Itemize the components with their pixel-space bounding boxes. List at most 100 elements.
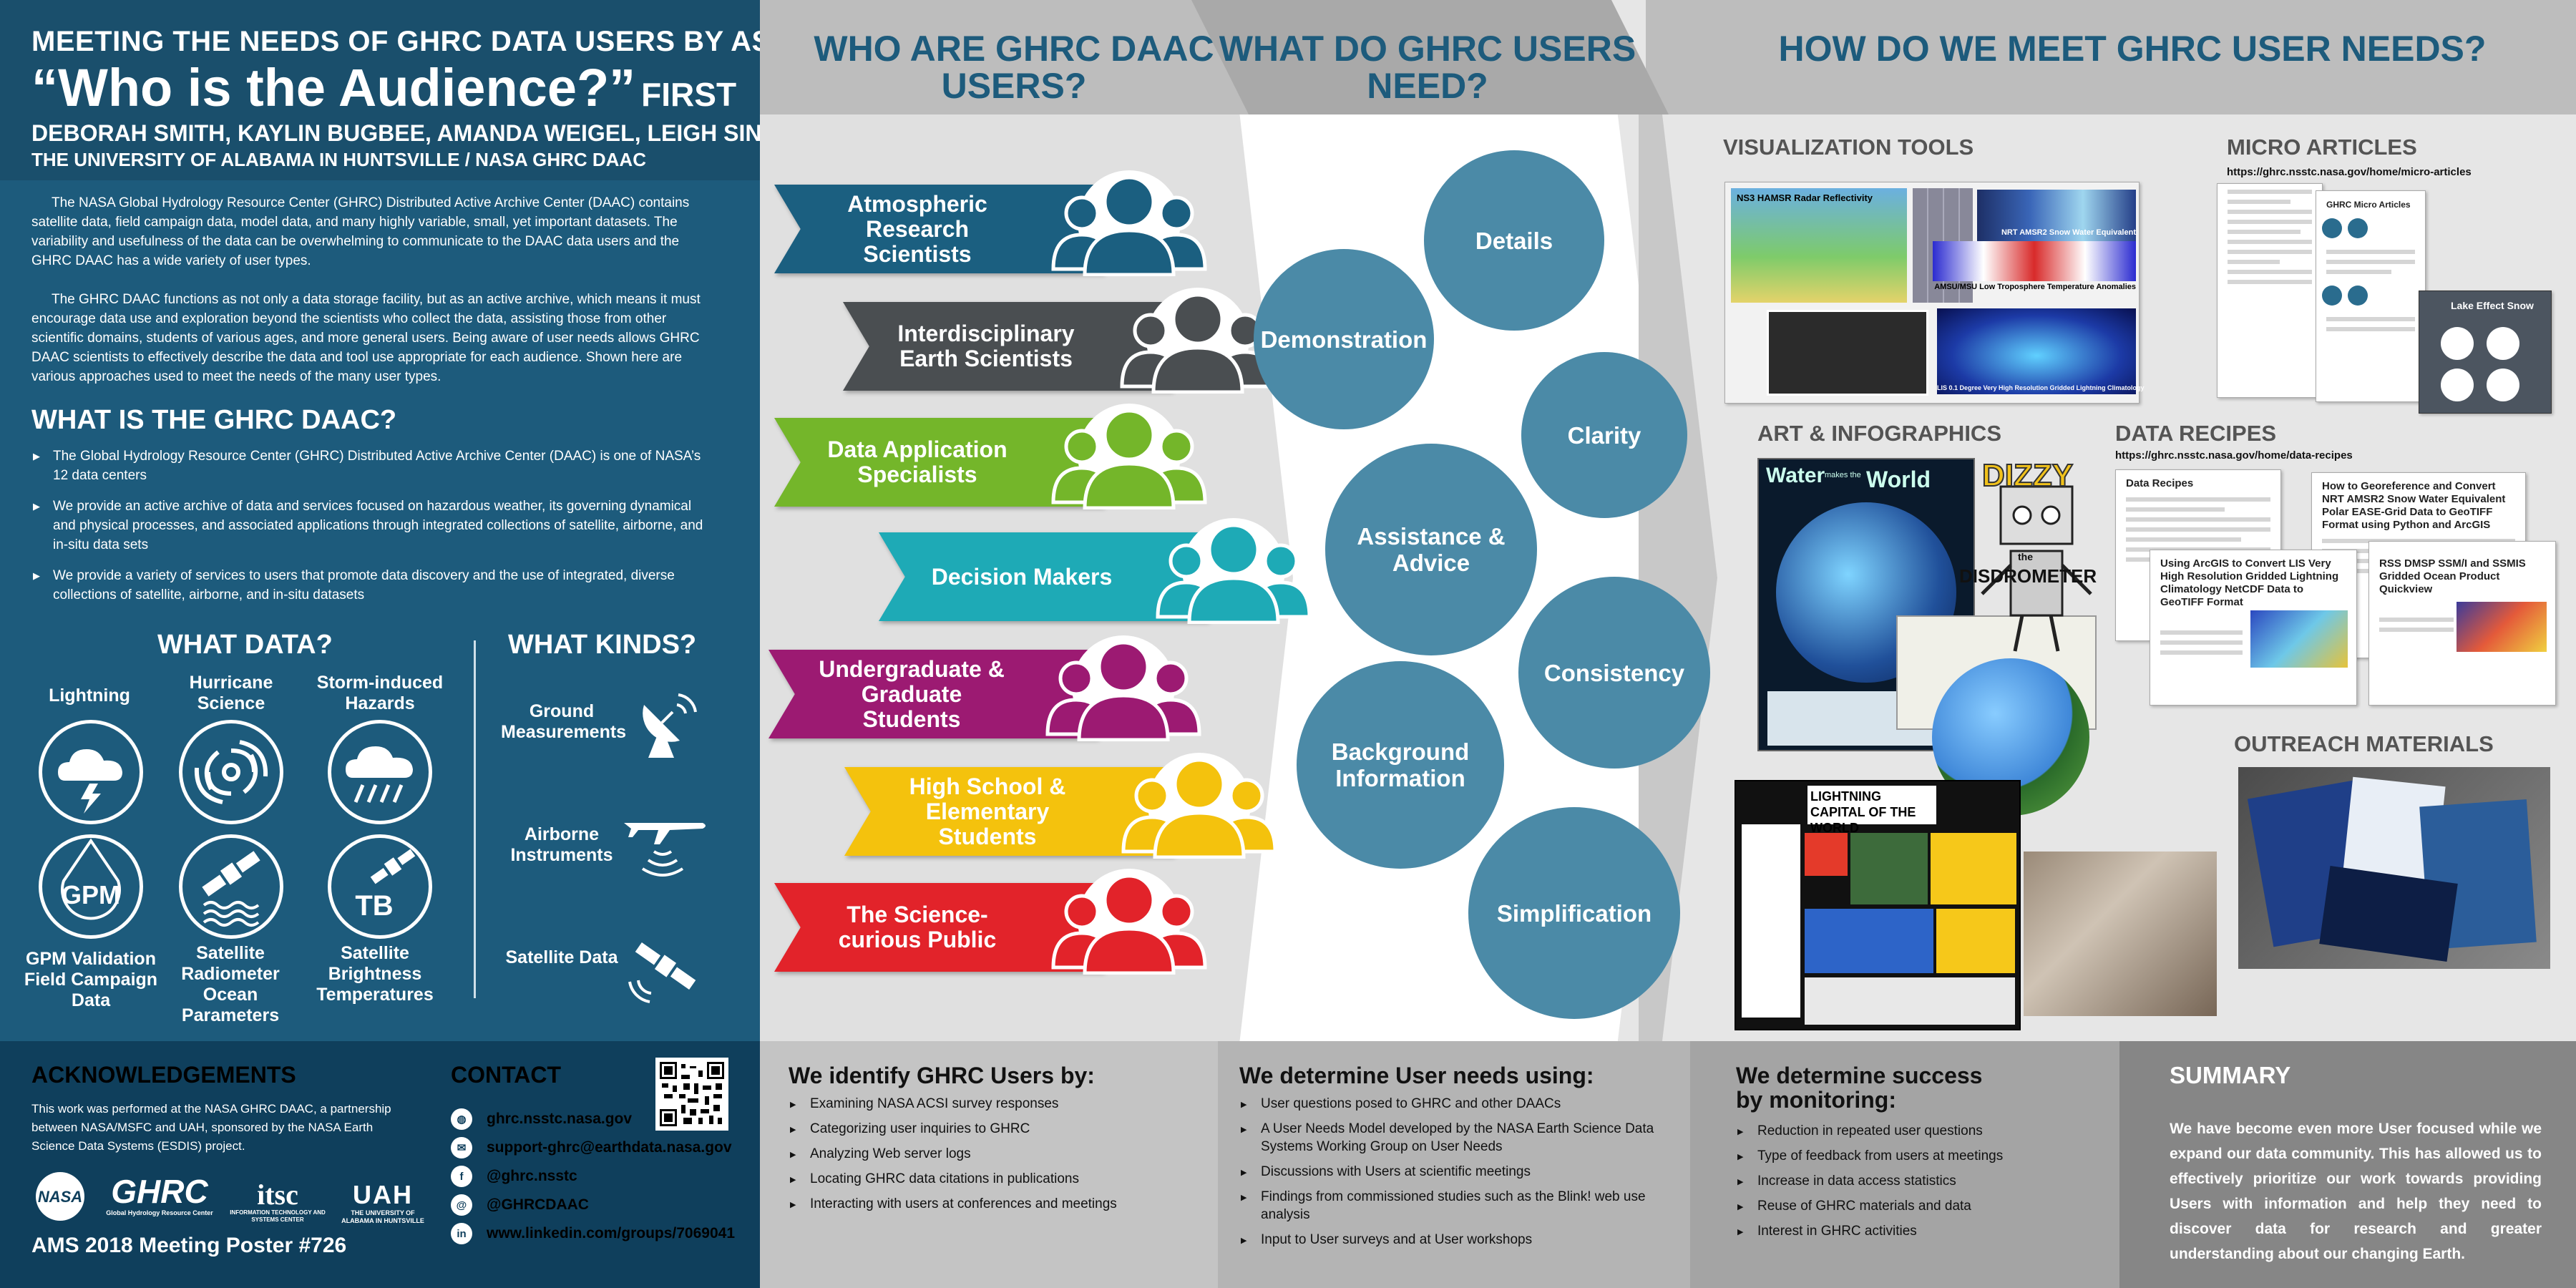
- lightning-world-map: [1767, 310, 1928, 396]
- user-type-label: High School & Elementary Students: [844, 767, 1174, 856]
- what-kinds-heading: WHAT KINDS?: [508, 630, 697, 660]
- poster-title: “Who is the Audience?”FIRST: [31, 57, 736, 118]
- contact-text: ghrc.nsstc.nasa.gov: [487, 1111, 633, 1127]
- list-item: Increase in data access statistics: [1736, 1172, 2108, 1191]
- list-item: Interacting with users at conferences an…: [789, 1195, 1204, 1214]
- recipe-card-title: How to Georeference and Convert NRT AMSR…: [2322, 480, 2506, 531]
- section-divider: [474, 640, 476, 998]
- contact-email[interactable]: ✉support-ghrc@earthdata.nasa.gov: [451, 1133, 735, 1162]
- micro-articles-url[interactable]: https://ghrc.nsstc.nasa.gov/home/micro-a…: [2227, 166, 2472, 178]
- data-label-radiometer: Satellite Radiometer Ocean Parameters: [181, 943, 280, 1025]
- nasa-logo-text: NASA: [38, 1188, 82, 1206]
- globe-icon: ◍: [451, 1108, 472, 1130]
- micro-card-title: GHRC Micro Articles: [2326, 200, 2411, 210]
- visualization-heading: VISUALIZATION TOOLS: [1723, 135, 1974, 160]
- data-recipes-heading: DATA RECIPES: [2115, 421, 2277, 446]
- list-item: Reuse of GHRC materials and data: [1736, 1197, 2108, 1216]
- ghrc-logo: GHRC Global Hydrology Resource Center: [106, 1174, 213, 1216]
- user-band: Atmospheric Research Scientists: [774, 185, 1103, 273]
- temperature-map: [1933, 241, 2136, 281]
- data-label-lightning: Lightning: [49, 686, 130, 706]
- user-type-label: The Science-curious Public: [774, 883, 1103, 972]
- poster-header: [0, 0, 760, 180]
- poster-block-red: [1805, 833, 1848, 876]
- qr-code[interactable]: [655, 1058, 728, 1131]
- visualization-collage: NS3 HAMSR Radar Reflectivity NRT AMSR2 S…: [1724, 182, 2145, 404]
- list-item: User questions posed to GHRC and other D…: [1239, 1095, 1662, 1114]
- people-group-icon: [1051, 869, 1207, 975]
- affiliation: THE UNIVERSITY OF ALABAMA IN HUNTSVILLE …: [31, 149, 646, 170]
- list-item: A User Needs Model developed by the NASA…: [1239, 1120, 1662, 1156]
- list-item: Interest in GHRC activities: [1736, 1222, 2108, 1241]
- who-header-band: [760, 0, 1268, 114]
- need-assistance: Assistance & Advice: [1325, 444, 1537, 655]
- list-item: Findings from commissioned studies such …: [1239, 1188, 1662, 1224]
- contact-list: ◍ ghrc.nsstc.nasa.gov ✉support-ghrc@earth…: [451, 1105, 735, 1248]
- acknowledgements-heading: ACKNOWLEDGEMENTS: [31, 1062, 296, 1088]
- list-item: Type of feedback from users at meetings: [1736, 1147, 2108, 1166]
- summary-heading: SUMMARY: [2170, 1062, 2291, 1088]
- tb-icon-text: TB: [355, 890, 393, 922]
- satellite-tb-icon: TB: [328, 834, 432, 939]
- intro-paragraph-1: The NASA Global Hydrology Resource Cente…: [31, 195, 690, 268]
- linkedin-icon: in: [451, 1223, 472, 1244]
- need-simplification: Simplification: [1468, 807, 1680, 1019]
- list-item: We provide an active archive of data and…: [31, 497, 711, 555]
- itsc-logo-sub: INFORMATION TECHNOLOGY AND SYSTEMS CENTE…: [230, 1209, 326, 1223]
- data-label-hurricane: Hurricane Science: [189, 673, 273, 713]
- user-band: The Science-curious Public: [774, 883, 1103, 972]
- user-band: Undergraduate & Graduate Students: [769, 650, 1098, 738]
- authors: DEBORAH SMITH, KAYLIN BUGBEE, AMANDA WEI…: [31, 120, 832, 146]
- list-item: We provide a variety of services to user…: [31, 566, 711, 605]
- kind-label-satellite: Satellite Data: [505, 947, 618, 967]
- contact-twitter[interactable]: @@GHRCDAAC: [451, 1191, 735, 1219]
- user-type-label: Decision Makers: [879, 532, 1208, 621]
- contact-facebook[interactable]: f@ghrc.nsstc: [451, 1162, 735, 1191]
- water-subtitle: makes the: [1825, 471, 1861, 479]
- data-label-storm: Storm-induced Hazards: [316, 673, 444, 713]
- brochure-4: [2319, 866, 2458, 962]
- contact-text: @ghrc.nsstc: [487, 1168, 577, 1184]
- contact-linkedin[interactable]: in www.linkedin.com/groups/7069041: [451, 1219, 735, 1248]
- contact-website[interactable]: ◍ ghrc.nsstc.nasa.gov: [451, 1105, 735, 1133]
- data-recipes-url[interactable]: https://ghrc.nsstc.nasa.gov/home/data-re…: [2115, 449, 2353, 462]
- poster-block-blue: [1805, 909, 1933, 973]
- identify-panel: [760, 1041, 1218, 1288]
- poster-block-map: [1850, 833, 1928, 904]
- need-demonstration: Demonstration: [1254, 249, 1434, 429]
- determine-list: User questions posed to GHRC and other D…: [1239, 1095, 1662, 1256]
- list-item: The Global Hydrology Resource Center (GH…: [31, 447, 711, 485]
- uah-logo: UAH THE UNIVERSITY OF ALABAMA IN HUNTSVI…: [336, 1181, 429, 1225]
- intro-paragraph-2: The GHRC DAAC functions as not only a da…: [31, 292, 701, 384]
- people-group-icon: [1051, 170, 1207, 276]
- recipe-card-lis: Using ArcGIS to Convert LIS Very High Re…: [2150, 550, 2357, 706]
- gpm-icon-text: GPM: [62, 880, 120, 909]
- satellite-icon: [623, 930, 701, 1009]
- contact-text: www.linkedin.com/groups/7069041: [487, 1225, 736, 1241]
- micro-article-thumb-1: [2217, 183, 2323, 398]
- summary-panel: [2119, 1041, 2576, 1288]
- success-list: Reduction in repeated user questions Typ…: [1736, 1122, 2108, 1247]
- who-heading: WHO ARE GHRC DAAC USERS?: [814, 29, 1214, 106]
- lightning-capital-poster: LIGHTNING CAPITAL OF THE WORLD: [1735, 780, 2021, 1030]
- itsc-logo: itsc INFORMATION TECHNOLOGY AND SYSTEMS …: [228, 1181, 328, 1224]
- user-type-label: Undergraduate & Graduate Students: [769, 650, 1098, 738]
- thermometer-icon: [2441, 369, 2474, 401]
- recipe-map-image: [2250, 610, 2348, 668]
- user-type-label: Atmospheric Research Scientists: [774, 185, 1103, 273]
- recipe-card-title: Using ArcGIS to Convert LIS Very High Re…: [2160, 557, 2339, 608]
- lightning-cloud-icon: [39, 720, 143, 824]
- ghrc-logo-sub: Global Hydrology Resource Center: [106, 1209, 213, 1216]
- how-heading: HOW DO WE MEET GHRC USER NEEDS?: [1778, 29, 2487, 69]
- cloud-icon: [2487, 327, 2519, 360]
- airplane-icon: [617, 801, 710, 880]
- people-group-icon: [1045, 635, 1201, 741]
- acknowledgements-text: This work was performed at the NASA GHRC…: [31, 1102, 391, 1153]
- data-label-brightness: Satellite Brightness Temperatures: [316, 943, 434, 1005]
- poster-block-yellow2: [1936, 909, 2015, 973]
- uah-logo-sub: THE UNIVERSITY OF ALABAMA IN HUNTSVILLE: [341, 1209, 424, 1224]
- satellite-ocean-icon: [179, 834, 283, 939]
- outreach-materials-photo: [2238, 767, 2550, 969]
- disdrometer-text: DISDROMETER: [1959, 565, 2097, 587]
- what-is-heading: WHAT IS THE GHRC DAAC?: [31, 405, 397, 435]
